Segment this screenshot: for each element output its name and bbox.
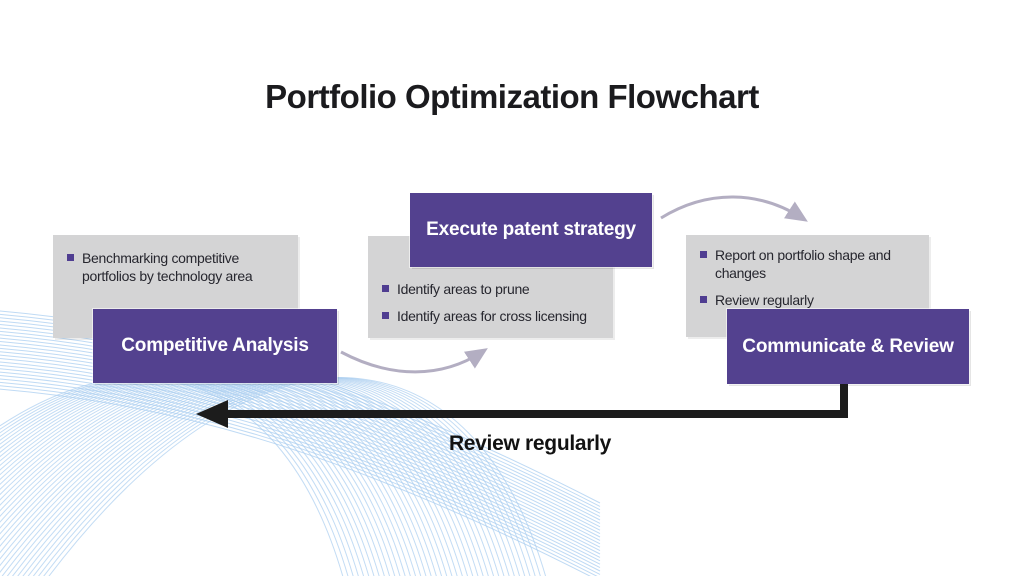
stage-card-competitive-analysis: Competitive Analysis [93,309,337,383]
bullet-list: Identify areas to prune Identify areas f… [382,280,607,325]
bullet-list: Report on portfolio shape and changes Re… [700,246,923,310]
stage-label: Communicate & Review [742,335,954,357]
stage-card-communicate-review: Communicate & Review [727,309,969,384]
stage-card-execute-patent-strategy: Execute patent strategy [410,193,652,267]
feedback-arrowhead-icon [196,400,228,428]
bullet-square-icon [382,285,389,292]
bullet-text: Report on portfolio shape and changes [715,247,891,282]
bullet-text: Identify areas to prune [397,281,530,297]
bullet-text: Benchmarking competitive portfolios by t… [82,250,253,285]
bullet-square-icon [382,312,389,320]
page-title: Portfolio Optimization Flowchart [265,78,759,115]
bullet-item: Identify areas to prune [382,280,607,298]
bullet-item: Identify areas for cross licensing [382,307,607,325]
bullet-list: Benchmarking competitive portfolios by t… [67,249,290,285]
bullet-item: Review regularly [700,291,923,309]
bullet-square-icon [67,254,74,261]
bullet-text: Identify areas for cross licensing [397,308,587,325]
stage-label: Execute patent strategy [426,219,636,240]
stage-label: Competitive Analysis [121,335,309,356]
bullet-item: Benchmarking competitive portfolios by t… [67,249,290,285]
bullet-square-icon [700,296,707,304]
feedback-loop-arrow [196,384,848,428]
connector-arrow-analysis-to-prune [340,348,488,374]
bullet-item: Report on portfolio shape and changes [700,246,923,282]
connector-arrow-execute-to-report [660,195,808,222]
bullet-text: Review regularly [715,292,814,309]
bullet-square-icon [700,251,707,258]
feedback-loop-label: Review regularly [448,432,612,455]
